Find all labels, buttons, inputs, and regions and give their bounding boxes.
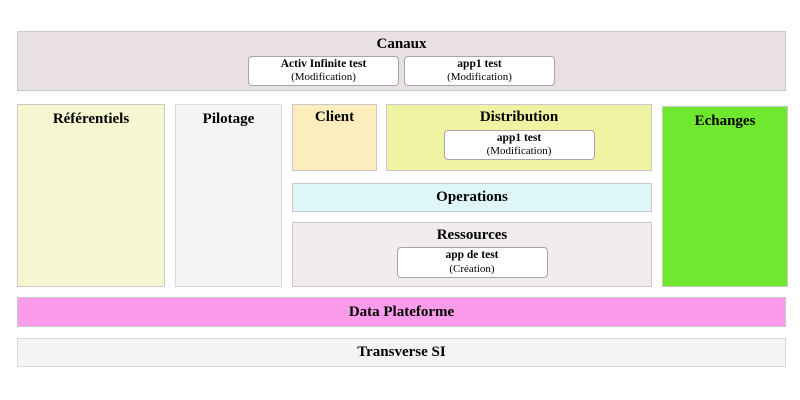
layer-distribution: Distribution app1 test (Modification) (386, 104, 652, 171)
app-status: (Modification) (486, 145, 552, 158)
layer-data-plateforme-title: Data Plateforme (348, 303, 455, 320)
layer-operations: Operations (292, 183, 652, 212)
layer-echanges-title: Echanges (694, 113, 756, 129)
app-name: Activ Infinite test (280, 57, 367, 70)
layer-ressources-title: Ressources (436, 227, 508, 243)
layer-data-plateforme: Data Plateforme (17, 297, 786, 327)
layer-ressources: Ressources app de test (Création) (292, 222, 652, 287)
layer-client-title: Client (314, 109, 355, 125)
app-name: app1 test (457, 57, 502, 70)
app-status: (Modification) (291, 71, 356, 84)
layer-pilotage: Pilotage (175, 104, 282, 287)
layer-echanges: Echanges (662, 106, 788, 287)
layer-pilotage-title: Pilotage (202, 111, 255, 127)
app-box-activ-infinite-test[interactable]: Activ Infinite test (Modification) (248, 56, 399, 86)
app-box-app1-test-canaux[interactable]: app1 test (Modification) (404, 56, 555, 86)
layer-operations-title: Operations (436, 189, 508, 205)
app-box-app-de-test[interactable]: app de test (Création) (396, 247, 548, 278)
layer-canaux: Canaux Activ Infinite test (Modification… (17, 31, 786, 91)
layer-referentiels: Référentiels (17, 104, 165, 287)
layer-canaux-title: Canaux (376, 36, 427, 52)
canaux-apps-row: Activ Infinite test (Modification) app1 … (18, 56, 785, 86)
ressources-apps-row: app de test (Création) (293, 247, 651, 278)
layer-transverse-si-title: Transverse SI (357, 344, 446, 360)
layer-distribution-title: Distribution (479, 109, 559, 125)
app-name: app de test (445, 249, 499, 261)
distribution-apps-row: app1 test (Modification) (387, 130, 651, 160)
app-name: app1 test (496, 131, 542, 144)
app-status: (Modification) (447, 71, 512, 84)
layer-client: Client (292, 104, 377, 171)
layer-referentiels-title: Référentiels (52, 111, 130, 127)
app-box-app1-test-distribution[interactable]: app1 test (Modification) (443, 130, 595, 160)
layer-transverse-si: Transverse SI (17, 338, 786, 367)
app-status: (Création) (449, 262, 495, 275)
